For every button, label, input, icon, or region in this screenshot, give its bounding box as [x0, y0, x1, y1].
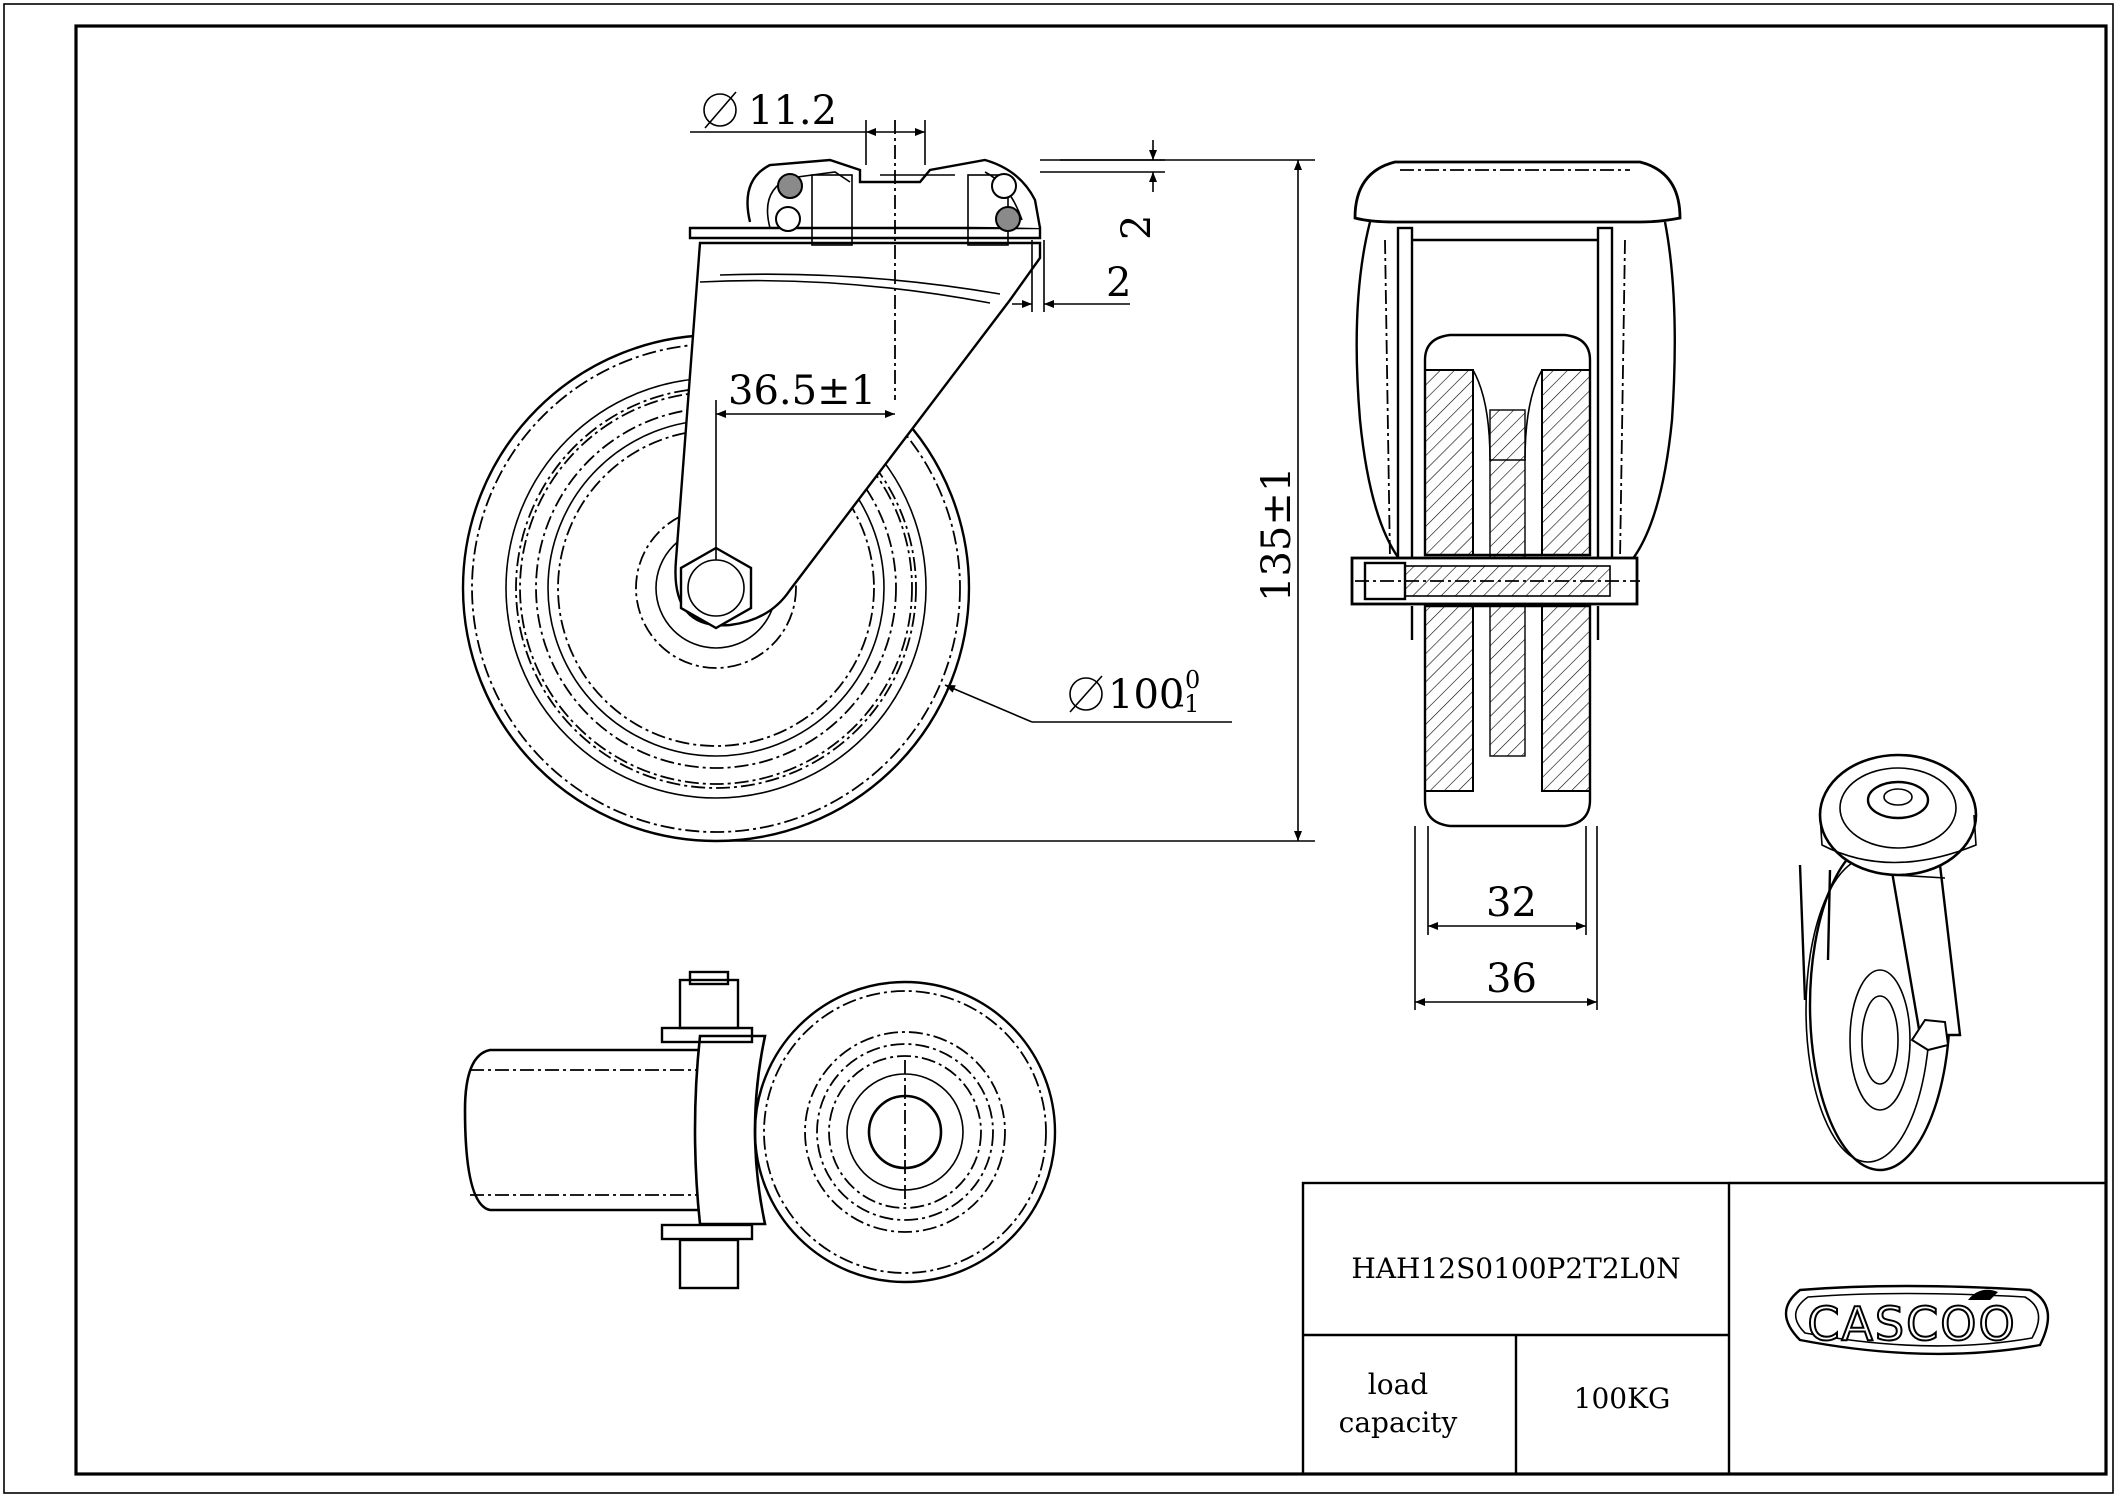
load-label-line2: capacity — [1339, 1406, 1458, 1439]
brand-logo-text: CASCOO — [1807, 1297, 2016, 1351]
dim-bore-text: 11.2 — [748, 88, 837, 134]
dim-tread-width: 32 — [1427, 826, 1587, 935]
dim-gap-top: 2 — [1040, 140, 1165, 240]
dim-wheel-diameter-text: 100 — [1108, 672, 1184, 718]
part-number: HAH12S0100P2T2L0N — [1351, 1252, 1680, 1285]
sheet-frame — [3, 3, 2114, 1494]
dim-wheel-diameter: 100 0 -1 — [944, 666, 1232, 723]
brand-logo: CASCOO — [1784, 1284, 2050, 1356]
dim-gap-side-text: 2 — [1106, 260, 1131, 306]
dim-wheel-tol-lower: -1 — [1176, 690, 1199, 718]
side-view: 11.2 2 2 36.5±1 135±1 — [461, 88, 1315, 843]
dim-gap-side: 2 — [1012, 240, 1131, 312]
dim-overall-width-text: 36 — [1486, 956, 1537, 1002]
top-plate-bearing — [688, 120, 1042, 400]
dim-tread-width-text: 32 — [1486, 880, 1537, 926]
top-view — [463, 970, 1057, 1290]
load-label-line1: load — [1368, 1368, 1429, 1401]
load-value: 100KG — [1574, 1382, 1671, 1415]
dim-offset: 36.5±1 — [715, 368, 895, 560]
isometric-view — [1798, 753, 1978, 1172]
fork-leg — [674, 241, 1042, 627]
dim-bore: 11.2 — [690, 88, 926, 165]
dim-offset-text: 36.5±1 — [728, 368, 876, 414]
bird-icon — [1968, 1289, 1998, 1300]
dim-height: 135±1 — [716, 159, 1315, 842]
dim-wheel-tol-upper: 0 — [1185, 666, 1200, 694]
front-view: 32 36 — [1350, 160, 1682, 1010]
axle-nut — [679, 546, 753, 630]
dim-overall-width: 36 — [1414, 826, 1598, 1010]
dim-gap-top-text: 2 — [1114, 215, 1160, 240]
dim-height-text: 135±1 — [1254, 467, 1300, 602]
title-block: HAH12S0100P2T2L0N load capacity 100KG CA… — [1301, 1181, 2106, 1476]
